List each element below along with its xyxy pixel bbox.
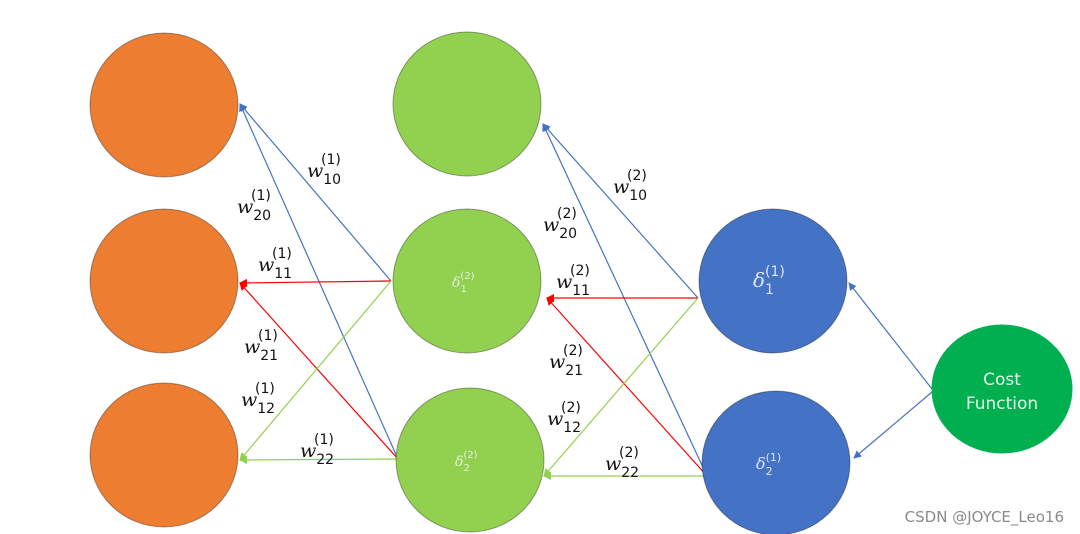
weight-superscript: (1) — [314, 432, 334, 448]
watermark: CSDN @JOYCE_Leo16 — [905, 508, 1064, 527]
weight-label-o2-h1: w21 (2) — [549, 343, 583, 379]
weight-subscript: 20 — [253, 208, 271, 224]
output-node-circle — [701, 390, 851, 534]
hidden-node-circle — [392, 208, 542, 354]
weight-superscript: (2) — [561, 400, 581, 416]
weight-superscript: (2) — [570, 263, 590, 279]
weight-base: w — [307, 160, 323, 182]
weight-subscript: 21 — [565, 363, 583, 379]
weight-base: w — [556, 271, 572, 293]
node-h2: δ2(2) — [395, 387, 545, 533]
weight-superscript: (1) — [272, 246, 292, 262]
weight-base: w — [549, 351, 565, 373]
weight-superscript: (2) — [619, 445, 639, 461]
weight-subscript: 10 — [629, 188, 647, 204]
weight-subscript: 11 — [572, 283, 590, 299]
edge-h1-in2 — [239, 280, 392, 461]
weight-label-h1-in1: w11 (1) — [258, 246, 292, 282]
cost-node-circle — [931, 324, 1073, 454]
cost-function-label-line: Function — [966, 394, 1038, 414]
edge-o1-h2 — [543, 297, 699, 477]
weight-superscript: (1) — [258, 328, 278, 344]
delta-label: δ2(1) — [756, 451, 781, 478]
weight-subscript: 11 — [274, 266, 292, 282]
weight-base: w — [543, 214, 559, 236]
edges-layer — [239, 103, 933, 480]
weight-base: w — [241, 389, 257, 411]
delta-label: δ1(1) — [753, 264, 785, 298]
node-in0 — [89, 32, 239, 178]
weight-base: w — [605, 453, 621, 475]
weight-superscript: (2) — [557, 206, 577, 222]
edge-h1-in0 — [239, 103, 392, 282]
delta-label: δ1(2) — [452, 271, 475, 295]
edge-o2-h1 — [546, 297, 708, 477]
weight-label-h2-in1: w21 (1) — [244, 328, 278, 364]
output-node-circle — [698, 208, 848, 354]
node-o2: δ2(1) — [701, 390, 851, 534]
node-in1 — [89, 208, 239, 354]
weight-subscript: 10 — [323, 172, 341, 188]
weight-base: w — [613, 176, 629, 198]
edge-o1-h0 — [542, 123, 699, 299]
node-in2 — [89, 382, 239, 528]
weight-base: w — [237, 196, 253, 218]
weight-subscript: 22 — [621, 465, 639, 481]
weight-subscript: 20 — [559, 226, 577, 242]
edge-h2-in1 — [239, 282, 399, 460]
edge-o2-h0 — [542, 123, 708, 477]
weight-base: w — [258, 254, 274, 276]
weight-label-h2-in2: w22 (1) — [300, 432, 334, 468]
edge-h1-in1 — [239, 278, 392, 287]
weight-base: w — [547, 408, 563, 430]
weight-superscript: (2) — [627, 168, 647, 184]
weight-label-o1-h1: w11 (2) — [556, 263, 590, 299]
edge-cost-o1 — [848, 282, 933, 390]
weight-subscript: 12 — [563, 420, 581, 436]
weight-label-h1-in0: w10 (1) — [307, 152, 341, 188]
input-node-circle — [89, 32, 239, 178]
weight-base: w — [300, 440, 316, 462]
weight-superscript: (1) — [255, 381, 275, 397]
edge-cost-o2 — [853, 391, 933, 459]
weight-subscript: 12 — [257, 401, 275, 417]
weight-subscript: 21 — [260, 348, 278, 364]
weight-label-h1-in2: w12 (1) — [241, 381, 275, 417]
node-h1: δ1(2) — [392, 208, 542, 354]
weight-label-o1-h2: w12 (2) — [547, 400, 581, 436]
weight-label-o2-h2: w22 (2) — [605, 445, 639, 481]
weight-subscript: 22 — [316, 452, 334, 468]
weight-superscript: (2) — [563, 343, 583, 359]
input-node-circle — [89, 208, 239, 354]
delta-label: δ2(2) — [455, 450, 478, 474]
node-o1: δ1(1) — [698, 208, 848, 354]
node-h0 — [392, 31, 542, 177]
input-node-circle — [89, 382, 239, 528]
weight-superscript: (1) — [251, 188, 271, 204]
weight-label-o1-h0: w10 (2) — [613, 168, 647, 204]
hidden-node-circle — [392, 31, 542, 177]
hidden-node-circle — [395, 387, 545, 533]
weight-labels-layer: w10(1)w20(1)w11(1)w21(1)w12(1)w22(1)w10(… — [237, 152, 647, 481]
weight-label-o2-h0: w20 (2) — [543, 206, 577, 242]
weight-label-h2-in0: w20 (1) — [237, 188, 271, 224]
weight-base: w — [244, 336, 260, 358]
edge-h2-in2 — [239, 455, 399, 464]
cost-function-label-line: Cost — [983, 370, 1021, 390]
weight-superscript: (1) — [321, 152, 341, 168]
